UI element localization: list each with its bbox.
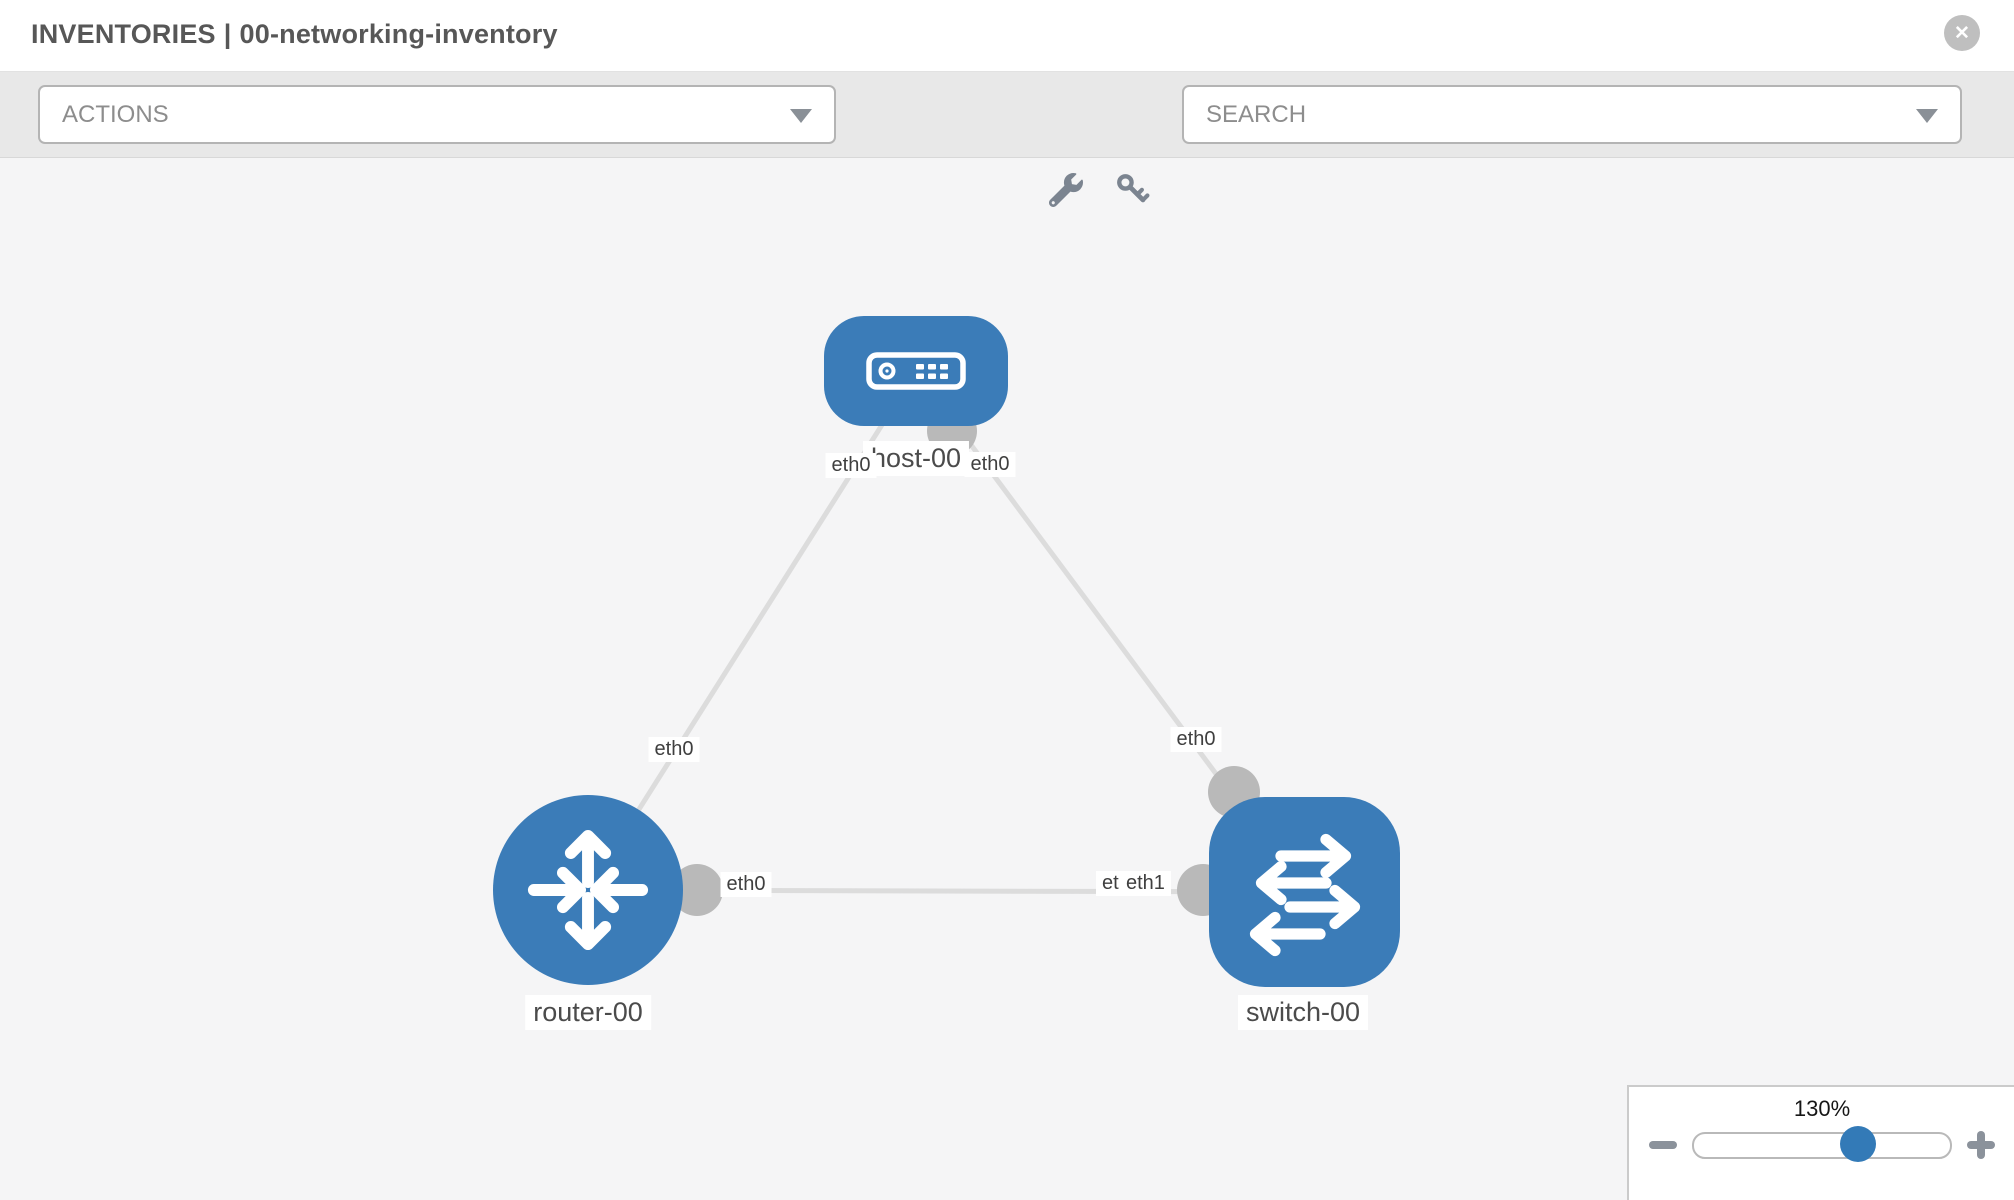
switch-icon [1249,833,1360,957]
zoom-slider-track[interactable] [1692,1125,1952,1162]
inventory-name: 00-networking-inventory [239,19,558,49]
zoom-row [1629,1125,2014,1162]
zoom-slider-thumb[interactable] [1839,1125,1876,1162]
node-label-router: router-00 [525,995,651,1030]
close-button[interactable]: ✕ [1944,15,1980,51]
interface-connector[interactable] [671,864,723,916]
interface-label-router-eth0: eth0 [720,872,772,897]
interface-label-host-eth0-right: eth0 [964,452,1016,477]
interface-label-switch-eth0-up: eth0 [1170,727,1222,752]
interface-label-router-eth0-up: eth0 [648,737,700,762]
wrench-icon [1049,173,1083,207]
interface-label-switch-eth1: eth1 [1120,871,1171,896]
close-icon: ✕ [1954,22,1970,44]
header-bar: INVENTORIES|00-networking-inventory ✕ [0,0,2014,72]
host-icon [866,352,966,390]
actions-dropdown[interactable]: ACTIONS [38,85,836,144]
zoom-panel: 130% [1627,1085,2014,1200]
router-icon [527,829,649,951]
node-router-00[interactable] [493,795,683,985]
node-label-host: host-00 [862,441,970,476]
interface-label-host-eth0-left: eth0 [825,453,877,478]
node-label-switch: switch-00 [1237,995,1369,1030]
topology-canvas[interactable]: host-00 router-00 switch-00 eth0 eth0 et… [0,158,2014,1200]
breadcrumb-section: INVENTORIES [31,19,216,49]
zoom-level: 130% [1793,1096,1851,1121]
zoom-in-button[interactable] [1967,1131,1995,1159]
chevron-down-icon [1916,108,1938,123]
key-button[interactable] [1111,168,1155,212]
actions-dropdown-label: ACTIONS [62,100,169,128]
topology-links [585,369,1307,916]
page-title: INVENTORIES|00-networking-inventory [31,19,558,50]
wrench-button[interactable] [1044,168,1088,212]
node-switch-00[interactable] [1209,797,1400,987]
zoom-out-button[interactable] [1649,1131,1677,1159]
chevron-down-icon [790,108,812,123]
toolbar: ACTIONS SEARCH [0,72,2014,207]
breadcrumb-divider: | [223,19,232,49]
key-icon [1117,174,1150,203]
search-dropdown-label: SEARCH [1206,100,1307,128]
node-host-00[interactable] [824,316,1008,426]
search-dropdown[interactable]: SEARCH [1182,85,1962,144]
